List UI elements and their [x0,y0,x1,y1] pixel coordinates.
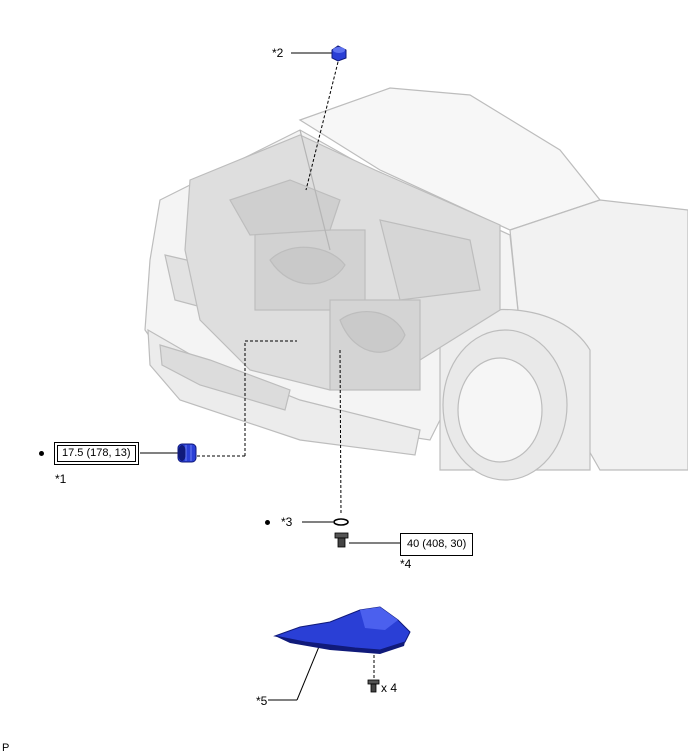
part-1-filter [177,443,197,463]
vehicle-illustration [144,87,688,481]
torque-box-1: 17.5 (178, 13) [54,442,139,465]
dashed-guide-lines [197,61,375,680]
torque-value-1: 17.5 (178, 13) [57,445,136,462]
corner-mark: P [2,742,10,754]
cover-bolt [367,679,380,693]
torque-box-4: 40 (408, 30) [400,533,474,556]
callout-5: *5 [256,694,268,708]
part-5-under-cover [273,606,411,654]
part-2-cap [331,45,347,62]
quantity-label: x 4 [381,681,398,695]
callout-2: *2 [272,46,284,60]
leader-lines [140,52,400,701]
callout-4: *4 [400,557,412,571]
callout-3: *3 [281,515,293,529]
bullet-dot-3 [265,520,270,525]
callout-1: *1 [55,472,67,486]
part-3-gasket [333,518,349,526]
part-4-drain-plug [334,532,349,548]
torque-value-4: 40 (408, 30) [407,538,467,550]
bullet-dot-1 [39,451,44,456]
